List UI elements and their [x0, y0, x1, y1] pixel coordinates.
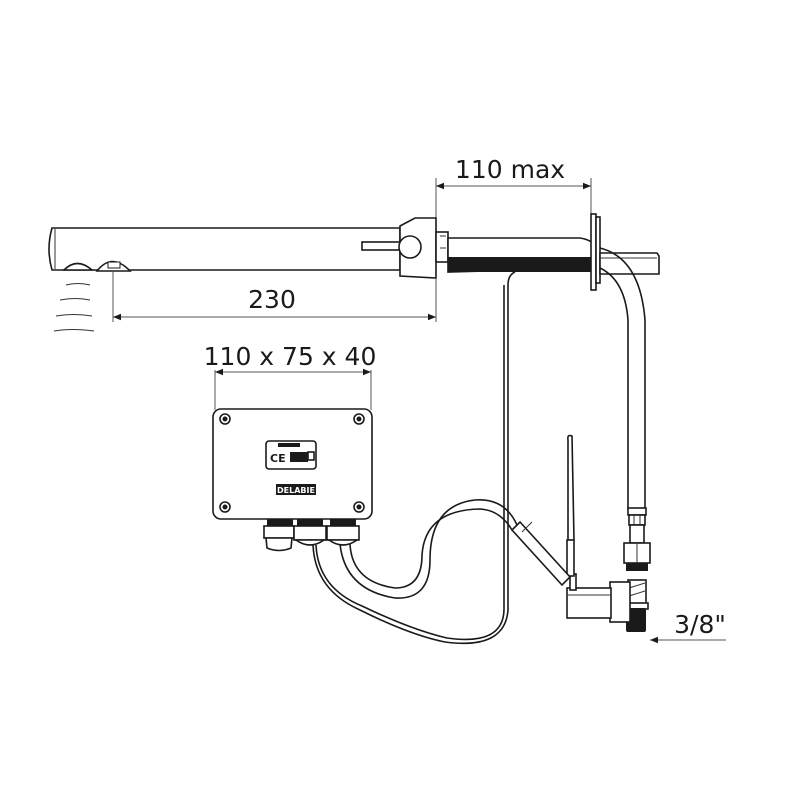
sensor-waves-icon — [53, 283, 95, 332]
svg-text:CE: CE — [270, 452, 286, 465]
dimension-label-spout-length: 230 — [248, 285, 296, 314]
wall-plate — [590, 213, 660, 291]
svg-text:DELABIE: DELABIE — [277, 486, 315, 495]
dimension-box-size: 110 x 75 x 40 — [204, 342, 377, 376]
ce-label: CE — [265, 440, 317, 470]
dimension-spout-length: 230 — [112, 272, 437, 322]
cable-glands — [263, 519, 360, 552]
sensor-icon — [62, 262, 95, 271]
dimension-projection: 110 max — [435, 155, 592, 225]
dimension-label-box-size: 110 x 75 x 40 — [204, 342, 377, 371]
inlet-connector — [623, 507, 651, 632]
supply-pipe — [599, 247, 646, 510]
brand-label: DELABIE — [276, 484, 316, 495]
dimension-label-projection: 110 max — [455, 155, 565, 184]
dimension-label-inlet-thread: 3/8" — [674, 610, 726, 639]
spout-body — [361, 217, 449, 279]
electronic-box: CE DELABIE — [212, 370, 373, 520]
supply-hose — [447, 237, 596, 273]
cables — [312, 271, 572, 645]
solenoid-valve — [566, 434, 631, 623]
screw-icon — [219, 413, 365, 513]
spout — [48, 227, 401, 332]
dimension-inlet-thread: 3/8" — [650, 610, 726, 644]
